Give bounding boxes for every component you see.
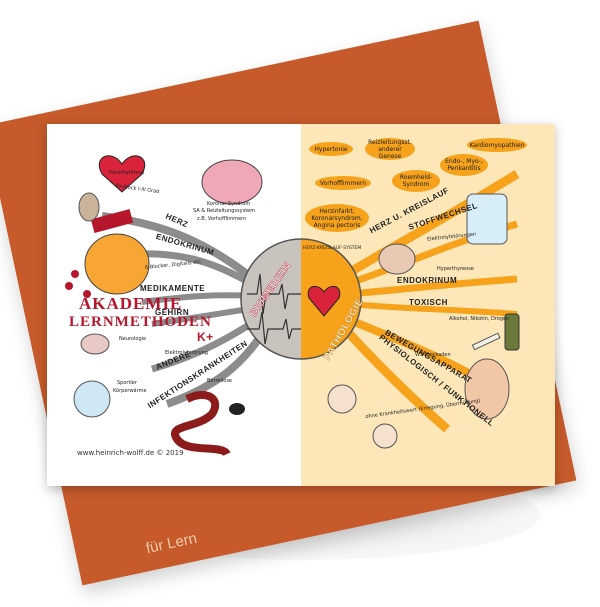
pill-icon — [83, 290, 91, 298]
water-glass-icon — [466, 193, 508, 245]
note-ws-blockaden: WS-Blockaden — [415, 352, 451, 358]
stressed-face-icon — [327, 384, 357, 414]
back-card-text: für Lern — [144, 529, 199, 558]
note-kr: K+ — [197, 330, 214, 344]
graduation-cap-icon — [90, 209, 134, 233]
branch-herz-kreislauf — [344, 170, 520, 278]
bottle-icon — [504, 313, 520, 351]
note-koerperwaerme: Körperwärme — [113, 388, 147, 394]
mindmap-drawing — [65, 155, 520, 457]
note-herz-kreislauf-system: HERZ-KREISLAUF-SYSTEM — [303, 246, 362, 251]
branch-infektion — [165, 331, 266, 408]
note-sportler: Sportler — [117, 380, 137, 386]
pill-icon — [71, 270, 79, 278]
bubble-endo-myo: Endo-, Myo-, Perikarditis — [440, 154, 488, 176]
thyroid-icon — [378, 243, 416, 275]
ecg-trace-left — [247, 273, 301, 315]
branch-label-toxisch: TOXISCH — [409, 298, 448, 307]
title-line2: LERNMETHODEN — [69, 314, 212, 330]
heart-anatomy-icon — [201, 159, 263, 205]
tick-icon — [229, 403, 245, 415]
note-vorhofflimmern: z.B. Vorhofflimmern — [197, 216, 247, 222]
note-herzrhythmus: Herzrhythmus — [109, 170, 145, 176]
heart-icon — [307, 285, 341, 317]
branch-endokrinum — [131, 250, 254, 288]
angry-face-icon — [372, 423, 398, 449]
worm-icon — [171, 391, 231, 457]
larynx-icon — [78, 192, 100, 222]
title-line1: AKADEMIE — [79, 294, 183, 313]
branch-label-gehirn: GEHIRN — [155, 308, 190, 317]
branch-physiologisch — [341, 325, 450, 433]
note-alkohol: Alkohol, Nikotin, Drogen — [449, 316, 510, 322]
ecg-trace-left-2 — [247, 311, 301, 345]
heart-top-icon — [99, 155, 145, 193]
branch-label-endokrinum-r: ENDOKRINUM — [397, 276, 458, 285]
mindmap-poster: BIOMEDIZIN PATHOLOGIE AKADEMIE LERNMETHO… — [47, 124, 555, 486]
branch-endokrinum-r — [348, 275, 518, 298]
branch-toxisch — [348, 301, 518, 317]
footer-credit: www.heinrich-wolff.de © 2019 — [77, 449, 184, 457]
note-elektrolyt: Elektrolytstörung — [165, 350, 208, 356]
thyroid-mascot-icon — [84, 233, 150, 295]
brain-icon — [80, 333, 110, 355]
note-borreliose: Borreliose — [207, 378, 232, 384]
bubble-vorhofflimmern: Vorhofflimmern — [315, 176, 371, 190]
note-sa-block: SA & Reizleitungssystem — [193, 208, 256, 214]
branch-label-medikamente: MEDIKAMENTE — [140, 284, 206, 293]
bubble-reizleitung: Reizleitungsst. anderer Genese — [365, 138, 415, 160]
note-koronar: Koronar-Syndrom — [207, 201, 251, 207]
bubble-hypertonie: Hypertonie — [309, 142, 353, 156]
note-hyperthyreose: Hyperthyreose — [437, 266, 474, 272]
bubble-roemheld: Roemheld-Syndrom — [392, 170, 440, 192]
sportler-icon — [73, 380, 111, 418]
bubble-kardiomyopathien: Kardiomyopathien — [467, 138, 527, 152]
cigarette-icon — [471, 332, 501, 351]
bubble-herzinfarkt: Herzinfarkt, Koronarsyndrom, Angina pect… — [305, 204, 369, 232]
note-neurologie: Neurologie — [119, 336, 147, 342]
pill-icon — [65, 282, 73, 290]
back-pain-icon — [464, 358, 510, 420]
